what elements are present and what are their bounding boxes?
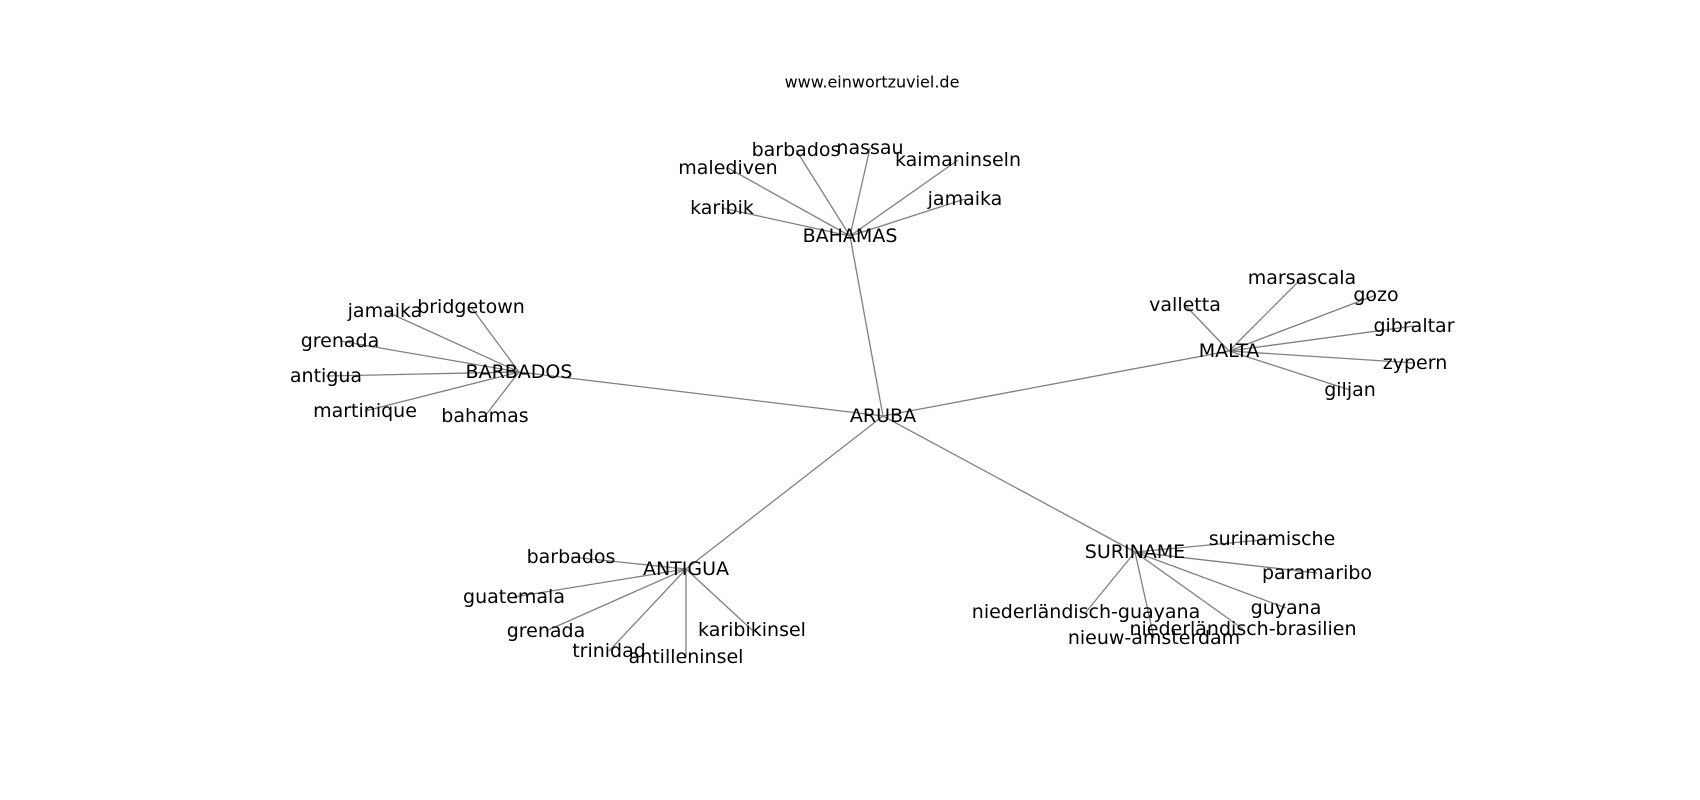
node-leaf: gozo <box>1353 284 1398 306</box>
edge-malta-leaf <box>1184 304 1230 352</box>
edge-barbados-leaf <box>339 340 520 373</box>
node-leaf: zypern <box>1383 352 1448 374</box>
node-hub-bahamas: BAHAMAS <box>803 225 898 247</box>
node-leaf: jamaika <box>347 300 423 322</box>
edge-malta-leaf <box>1228 294 1377 352</box>
node-leaf: surinamische <box>1209 528 1336 550</box>
node-leaf: nieuw-amsterdam <box>1068 627 1240 649</box>
edge-root-barbados <box>518 371 884 417</box>
node-leaf: trinidad <box>572 640 646 662</box>
node-leaf: barbados <box>527 546 616 568</box>
node-leaf: grenada <box>507 620 586 642</box>
edge-barbados-leaf <box>364 371 520 412</box>
edge-bahamas-leaf <box>721 207 851 237</box>
node-leaf: antilleninsel <box>629 646 744 668</box>
node-root: ARUBA <box>850 405 916 427</box>
node-hub-barbados: BARBADOS <box>466 361 573 383</box>
edge-bahamas-leaf <box>795 149 851 237</box>
edge-bahamas-leaf <box>849 147 871 237</box>
edge-malta-leaf <box>1228 325 1415 352</box>
node-leaf: nassau <box>836 137 903 159</box>
edge-antigua-leaf <box>570 556 687 570</box>
node-leaf: gibraltar <box>1373 315 1454 337</box>
node-leaf: antigua <box>290 365 362 387</box>
edge-root-antigua <box>685 415 884 570</box>
node-leaf: guyana <box>1251 597 1322 619</box>
edge-suriname-leaf <box>1134 538 1273 553</box>
edge-barbados-leaf <box>325 371 520 377</box>
edge-antigua-leaf <box>513 568 687 598</box>
node-leaf: jamaika <box>927 188 1003 210</box>
edge-root-bahamas <box>849 235 884 417</box>
node-leaf: niederländisch-guayana <box>972 601 1200 623</box>
edge-suriname-leaf <box>1085 551 1136 613</box>
node-leaf: grenada <box>301 330 380 352</box>
edges-layer <box>325 147 1416 657</box>
node-leaf: paramaribo <box>1262 562 1372 584</box>
node-leaf: niederländisch-brasilien <box>1129 618 1356 640</box>
node-leaf: marsascala <box>1248 267 1356 289</box>
node-leaf: bridgetown <box>417 296 525 318</box>
node-leaf: giljan <box>1324 379 1376 401</box>
edge-bahamas-leaf <box>849 159 959 237</box>
edge-malta-leaf <box>1228 350 1416 364</box>
edge-malta-leaf <box>1228 277 1303 352</box>
node-leaf: guatemala <box>463 586 565 608</box>
edge-antigua-leaf <box>685 568 753 631</box>
watermark-text: www.einwortzuviel.de <box>785 73 960 92</box>
edge-suriname-leaf <box>1134 551 1244 630</box>
node-leaf: bahamas <box>441 405 528 427</box>
node-leaf: malediven <box>678 157 777 179</box>
edge-root-malta <box>882 350 1230 417</box>
node-leaf: karibik <box>690 197 754 219</box>
node-hub-antigua: ANTIGUA <box>643 558 729 580</box>
node-hub-malta: MALTA <box>1199 340 1260 362</box>
edge-bahamas-leaf <box>849 198 966 237</box>
node-leaf: karibikinsel <box>698 619 806 641</box>
edge-barbados-leaf <box>384 310 520 373</box>
edge-root-suriname <box>882 415 1136 553</box>
node-hub-suriname: SURINAME <box>1085 541 1185 563</box>
edge-antigua-leaf <box>608 568 687 652</box>
edge-suriname-leaf <box>1134 551 1287 609</box>
node-leaf: kaimaninseln <box>895 149 1021 171</box>
edge-barbados-leaf <box>470 306 520 373</box>
edge-antigua-leaf <box>545 568 687 632</box>
node-leaf: valletta <box>1149 294 1221 316</box>
node-leaf: barbados <box>752 139 841 161</box>
edge-barbados-leaf <box>484 371 520 417</box>
edge-malta-leaf <box>1228 350 1351 391</box>
edge-suriname-leaf <box>1134 551 1318 574</box>
edge-bahamas-leaf <box>727 167 851 237</box>
node-leaf: martinique <box>313 400 417 422</box>
edge-suriname-leaf <box>1134 551 1155 639</box>
